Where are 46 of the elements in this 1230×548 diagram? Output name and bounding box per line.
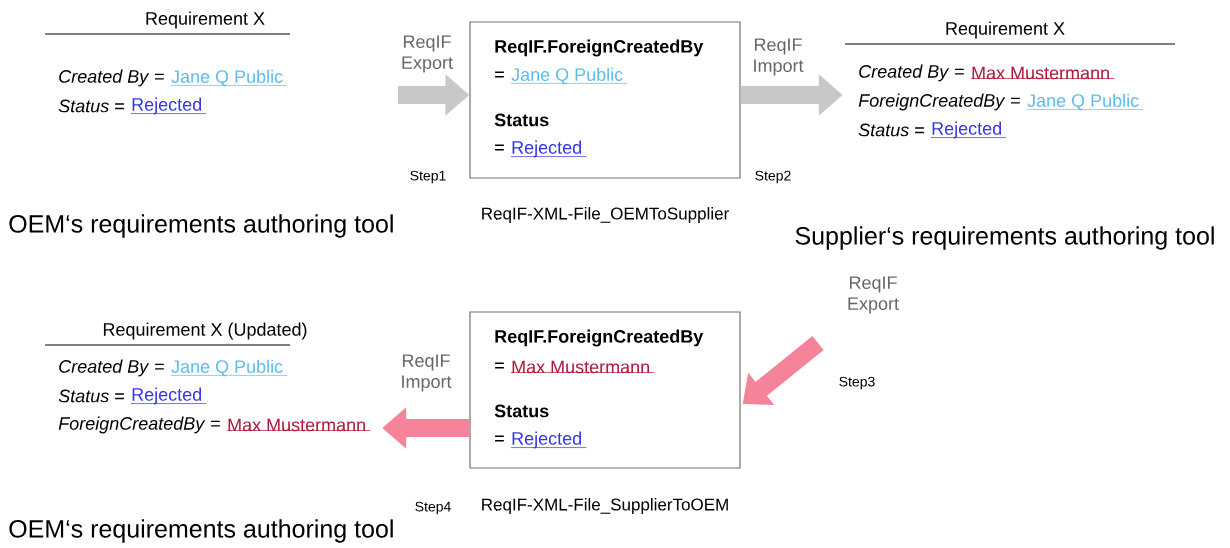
edge-label: ReqIF Export (841, 275, 905, 315)
field-label: = (495, 144, 504, 151)
file-box (469, 21, 741, 179)
step-label: Step4 (415, 501, 451, 515)
tool-caption: Supplier‘s requirements authoring tool (795, 226, 1214, 250)
field-value: Jane Q Public (510, 67, 628, 85)
field-label: ForeignCreatedBy = (58, 416, 220, 434)
edge-label: ReqIF Import (746, 37, 810, 77)
file-name: ReqIF-XML-File_SupplierToOEM (482, 498, 728, 514)
field-name: ReqIF.ForeignCreatedBy (495, 39, 704, 57)
field-label: Created By = (59, 69, 164, 87)
requirement-heading: Requirement X (146, 11, 265, 29)
field-value: Jane Q Public (1026, 93, 1144, 111)
field-label: = (495, 362, 504, 369)
field-name: ReqIF.ForeignCreatedBy (495, 329, 704, 347)
field-name: Status (494, 404, 549, 418)
edge-label: ReqIF Import (394, 353, 458, 393)
field-value: Rejected (130, 387, 207, 405)
field-label: Created By = (59, 359, 164, 377)
field-value: Rejected (510, 140, 587, 158)
tool-caption: OEM‘s requirements authoring tool (9, 214, 393, 238)
field-label: Status = (58, 389, 124, 403)
field-value: Jane Q Public (170, 69, 288, 87)
field-value: Jane Q Public (170, 359, 288, 377)
requirement-heading: Requirement X (Updated) (103, 322, 307, 340)
step-label: Step3 (839, 376, 875, 390)
field-label: = (495, 435, 504, 442)
field-label: Status = (858, 123, 924, 137)
field-value: Max Mustermann (226, 418, 371, 432)
field-name: Status (494, 113, 549, 127)
field-value: Max Mustermann (510, 360, 655, 374)
file-box (469, 311, 741, 469)
tool-caption: OEM‘s requirements authoring tool (9, 519, 393, 543)
field-value: Rejected (510, 431, 587, 449)
field-label: ForeignCreatedBy = (858, 93, 1020, 111)
step-label: Step2 (755, 170, 791, 184)
field-label: = (495, 71, 504, 78)
file-name: ReqIF-XML-File_OEMToSupplier (482, 207, 729, 223)
field-value: Rejected (130, 97, 207, 115)
field-label: Status = (58, 99, 124, 113)
edge-label: ReqIF Export (395, 34, 459, 74)
field-value: Max Mustermann (970, 66, 1115, 80)
field-label: Created By = (859, 64, 964, 82)
step-label: Step1 (410, 170, 446, 184)
requirement-heading: Requirement X (946, 21, 1065, 39)
field-value: Rejected (930, 121, 1007, 139)
